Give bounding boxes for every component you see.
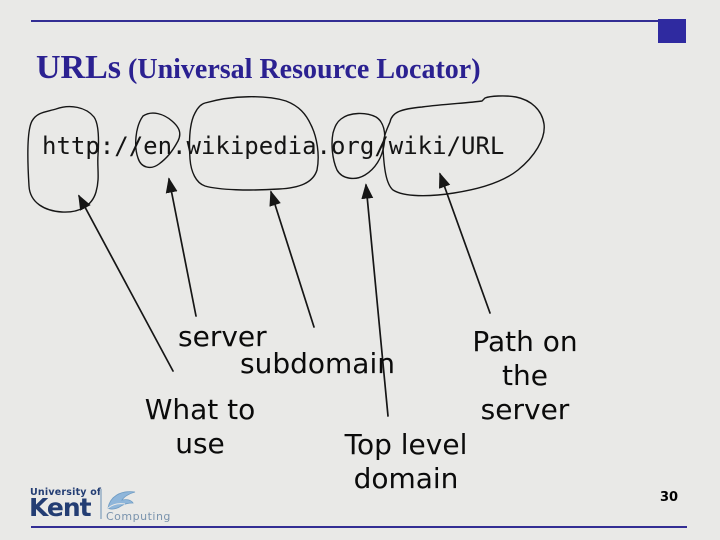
- label-top-level-domain: Top level domain: [344, 428, 468, 495]
- arrow-to-en: [165, 177, 197, 317]
- logo-divider: [100, 489, 102, 519]
- page-title: URLs(Universal Resource Locator): [36, 48, 481, 90]
- circle-annotation-wiki-url: [382, 95, 545, 197]
- label-server: server: [178, 320, 267, 353]
- circle-annotation-wikipedia: [188, 96, 319, 191]
- logo-university-of-text: University of: [30, 487, 102, 498]
- title-main: URLs: [36, 49, 122, 86]
- kent-bird-icon: [107, 491, 136, 510]
- circle-annotation-http: [27, 105, 100, 213]
- arrow-to-wiki-url: [439, 172, 491, 314]
- university-of-kent-logo: University of Kent Computing: [29, 487, 179, 525]
- title-sub: (Universal Resource Locator): [128, 54, 481, 85]
- label-path-on-server: Path on the server: [472, 325, 578, 426]
- top-rule: [31, 20, 660, 22]
- circle-annotation-org: [331, 112, 386, 180]
- slide-page-number: 30: [660, 490, 679, 505]
- corner-square-decoration: [658, 19, 686, 43]
- arrow-to-wikipedia: [269, 190, 315, 328]
- label-what-to-use: What to use: [144, 393, 256, 460]
- arrow-to-http: [78, 194, 174, 372]
- circle-annotation-en: [135, 112, 181, 169]
- label-subdomain: subdomain: [240, 347, 395, 380]
- arrow-to-org: [361, 183, 389, 417]
- url-example-text: http://en.wikipedia.org/wiki/URL: [42, 132, 505, 160]
- bottom-rule: [31, 526, 687, 528]
- logo-computing-text: Computing: [106, 510, 171, 523]
- logo-kent-wordmark: Kent: [29, 493, 92, 522]
